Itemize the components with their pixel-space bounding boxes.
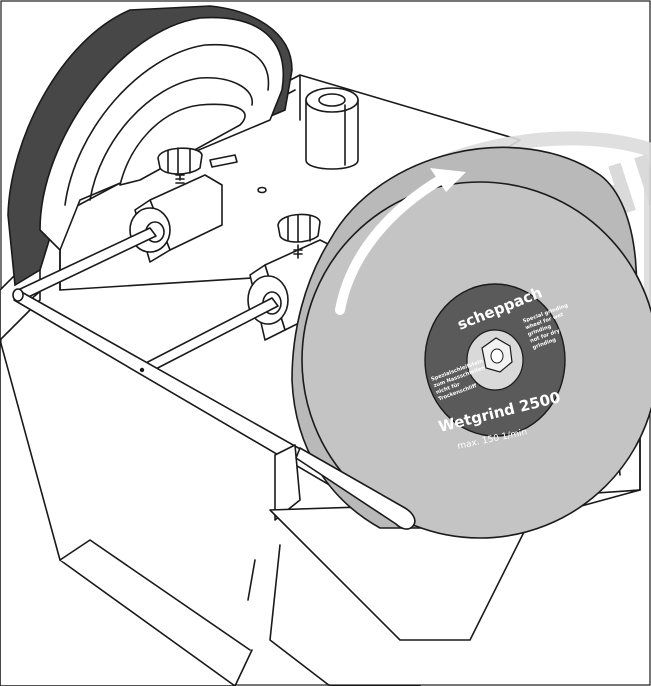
front-knob-icon[interactable] <box>277 213 321 243</box>
honing-wheel <box>7 5 293 287</box>
base-housing <box>0 249 253 686</box>
rear-knob-icon[interactable] <box>157 147 203 175</box>
top-cylinder <box>305 87 359 170</box>
rotation-arrowhead-icon <box>430 168 466 192</box>
rear-clamp <box>129 147 223 263</box>
tool-rest-front-segment <box>295 447 416 530</box>
rotation-arrow-icon <box>335 175 445 315</box>
